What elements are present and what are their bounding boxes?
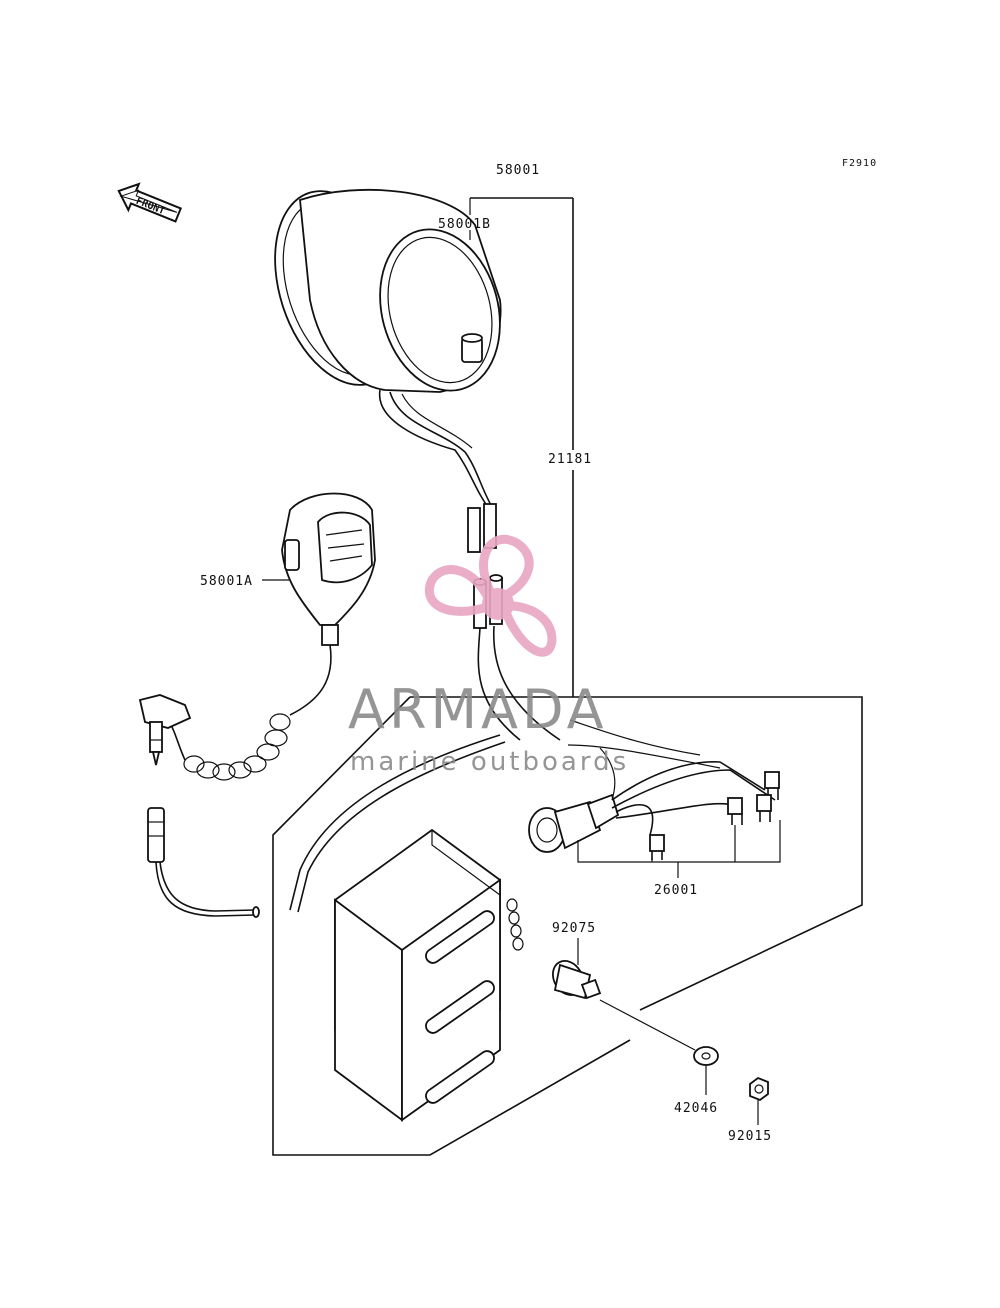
part-label-92015: 92015 xyxy=(728,1129,772,1144)
part-label-26001: 26001 xyxy=(654,883,698,898)
part-label-58001A: 58001A xyxy=(200,574,253,589)
watermark-brand: ARMADA xyxy=(348,678,608,741)
connector-92075 xyxy=(552,960,696,1051)
watermark: ARMADA marine outboards xyxy=(348,534,629,777)
figure-code: F2910 xyxy=(842,158,877,169)
part-label-92075: 92075 xyxy=(552,921,596,936)
part-label-58001B: 58001B xyxy=(438,217,491,232)
assembly-frame xyxy=(272,197,863,1156)
antenna-lead xyxy=(147,807,260,918)
transceiver-box xyxy=(334,828,524,1122)
watermark-tagline: marine outboards xyxy=(350,747,629,777)
washer-42046 xyxy=(693,1046,719,1095)
part-label-21181: 21181 xyxy=(548,452,592,467)
propeller-logo-icon xyxy=(424,534,557,657)
front-arrow-icon: FRONT xyxy=(117,182,183,223)
wiring-harness xyxy=(289,719,781,913)
part-label-42046: 42046 xyxy=(674,1101,718,1116)
part-label-58001: 58001 xyxy=(496,163,540,178)
nut-92015 xyxy=(749,1076,769,1125)
microphone xyxy=(138,492,376,781)
speaker-unit xyxy=(274,188,502,553)
leader-lines xyxy=(262,230,579,965)
